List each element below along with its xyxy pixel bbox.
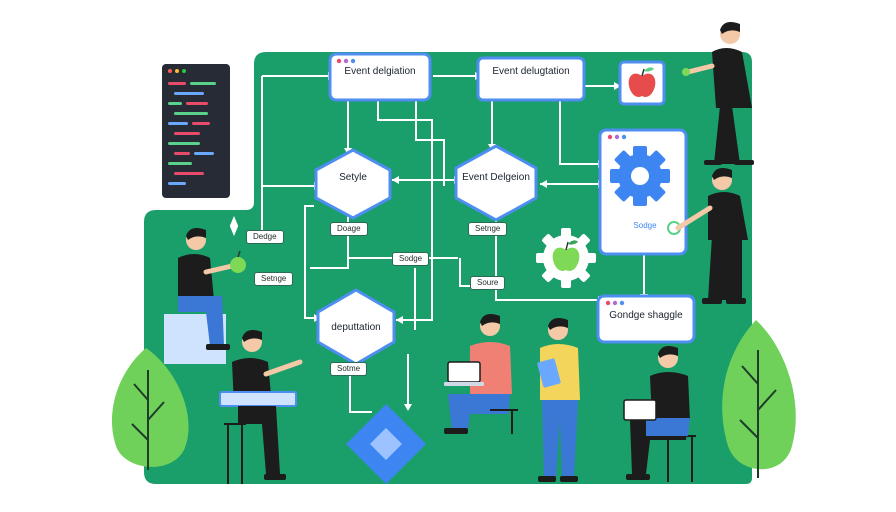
gear-icon bbox=[610, 146, 670, 206]
window-top-left[interactable] bbox=[328, 52, 432, 102]
apple-tile bbox=[618, 60, 666, 106]
gear-panel-label: Sodge bbox=[633, 221, 657, 230]
label-sodge: Sodge bbox=[392, 252, 430, 266]
label-setnge-center: Setnge bbox=[468, 222, 508, 236]
tree-left-icon bbox=[111, 348, 189, 470]
connector-lines bbox=[261, 75, 645, 413]
window-top-center[interactable] bbox=[476, 56, 586, 102]
sparkle-icon bbox=[228, 212, 240, 240]
person-center-laptop bbox=[444, 314, 518, 434]
person-top-right bbox=[682, 22, 754, 165]
label-doage: Doage bbox=[330, 222, 368, 236]
person-center-tablet bbox=[537, 318, 580, 482]
gear-panel[interactable] bbox=[598, 128, 688, 256]
label-sotme: Sotme bbox=[330, 362, 368, 376]
tree-right-icon bbox=[722, 320, 796, 478]
hexagon-center-text: Event Delgeion bbox=[462, 172, 530, 183]
hexagon-bottom-text: deputtation bbox=[331, 322, 381, 333]
laptop-icon bbox=[444, 361, 484, 386]
label-dedge: Dedge bbox=[246, 230, 284, 244]
person-right-standing bbox=[675, 168, 748, 304]
code-editor-icon bbox=[162, 64, 230, 198]
hexagon-left[interactable] bbox=[314, 148, 392, 220]
hexagon-center[interactable] bbox=[454, 144, 538, 222]
window-bottom-right-title: Gondge shaggle bbox=[609, 310, 683, 321]
apple-gear-icon bbox=[536, 228, 596, 288]
diamond-icon bbox=[346, 404, 426, 484]
person-bottom-right-laptop bbox=[623, 346, 696, 482]
tablet-icon bbox=[537, 358, 561, 388]
person-bottom-left-desk bbox=[219, 330, 303, 484]
window-top-center-title: Event delugtation bbox=[492, 66, 570, 77]
label-setnge-left: Setnge bbox=[254, 272, 294, 286]
window-bottom-right[interactable] bbox=[596, 294, 696, 344]
person-left-sitting bbox=[164, 228, 246, 364]
label-soure: Soure bbox=[470, 276, 506, 290]
apple-icon bbox=[628, 67, 656, 97]
hexagon-left-text: Setyle bbox=[339, 172, 367, 183]
window-top-left-title: Event delgiation bbox=[344, 66, 416, 77]
